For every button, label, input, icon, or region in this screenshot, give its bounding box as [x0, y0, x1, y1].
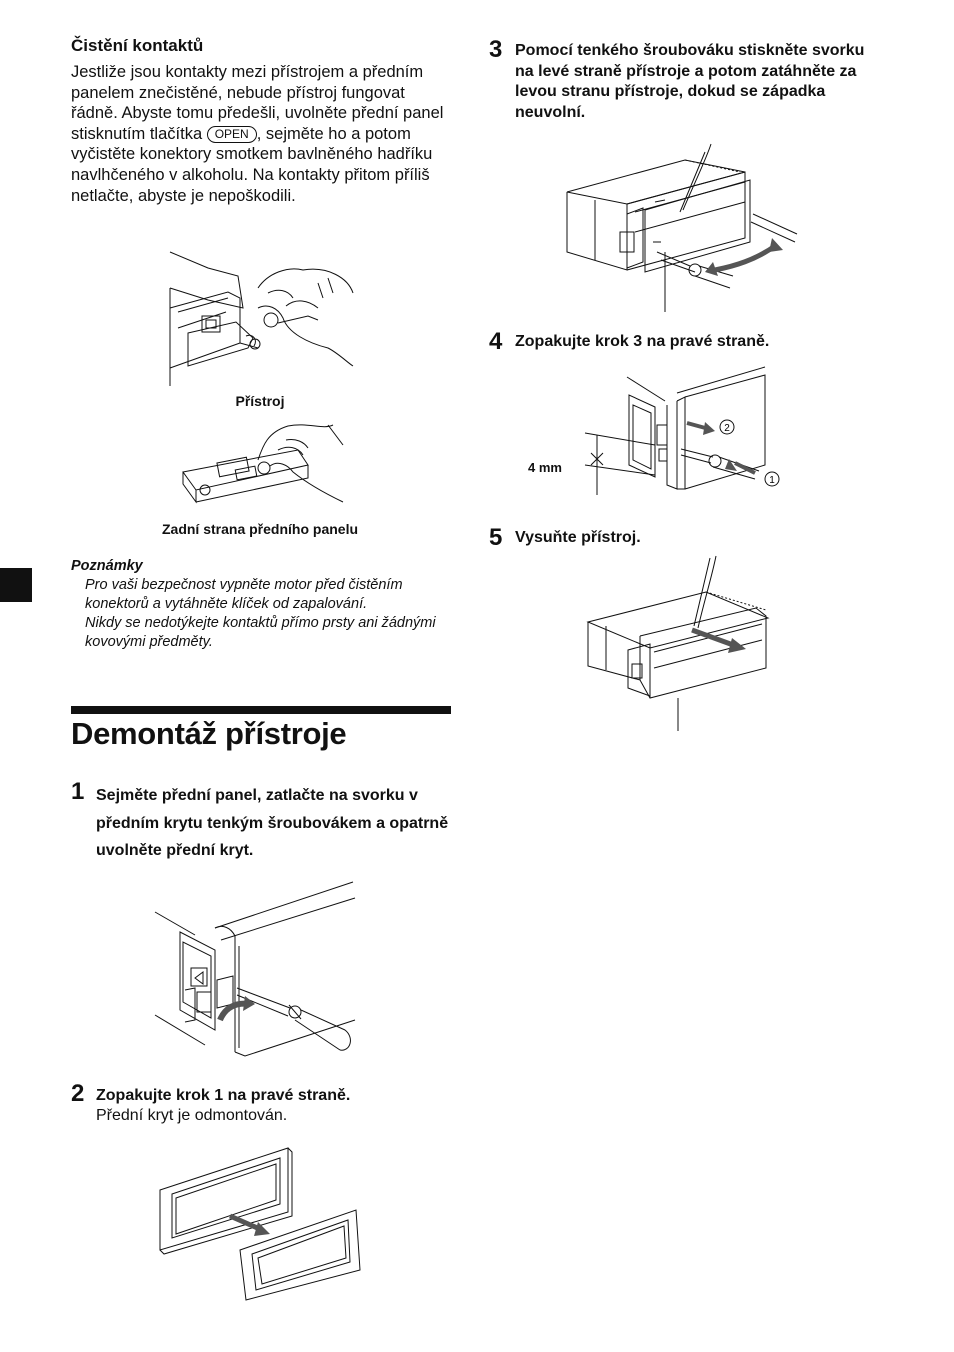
callout-1-circle [765, 472, 779, 486]
step-2-subtext: Přední kryt je odmontován. [96, 1107, 288, 1124]
step-2-text: Zopakujte krok 1 na pravé straně. [96, 1087, 351, 1104]
caption-unit: Přístroj [235, 393, 285, 409]
cleaning-text-part2: , sejměte ho a potom vyčistěte konektory… [71, 124, 433, 205]
section-rule [71, 706, 451, 714]
step-1-number: 1 [71, 778, 85, 805]
figure-step2-cover-removed [158, 1140, 368, 1300]
notes-heading: Poznámky [71, 558, 143, 574]
step-3-text: Pomocí tenkého šroubováku stiskněte svor… [515, 42, 865, 121]
step-5-text: Vysuňte přístroj. [515, 529, 641, 546]
chapter-tab-marker [0, 568, 32, 602]
figure-step5-slide-out [586, 556, 772, 731]
cleaning-heading: Čistění kontaktů [71, 36, 204, 55]
callout-2-circle [720, 420, 734, 434]
figure-panel-cleaning [178, 420, 348, 510]
note-item: Pro vaši bezpečnost vypněte motor před č… [85, 577, 403, 612]
step-4-text: Zopakujte krok 3 na pravé straně. [515, 333, 770, 350]
callout-1-label: 1 [769, 475, 775, 486]
notes-list: Pro vaši bezpečnost vypněte motor před č… [85, 576, 455, 652]
open-key-label: OPEN [206, 125, 257, 143]
step-2-number: 2 [71, 1080, 85, 1107]
dimension-label: 4 mm [528, 460, 562, 475]
caption-panel: Zadní strana předního panelu [161, 521, 359, 537]
step-4-number: 4 [489, 328, 503, 355]
step-2-block: Zopakujte krok 1 na pravé straně. Přední… [96, 1086, 456, 1126]
figure-step3-left-clip [565, 142, 795, 312]
step-1-text: Sejměte přední panel, zatlačte na svorku… [96, 787, 449, 859]
section-title: Demontáž přístroje [71, 716, 347, 751]
cleaning-text-part1: Jestliže jsou kontakty mezi přístrojem a… [71, 63, 444, 143]
figure-step4-right-clip: 2 1 [585, 365, 785, 505]
figure-step1-release-cover [155, 880, 360, 1060]
callout-2-label: 2 [724, 423, 730, 434]
note-item: Nikdy se nedotýkejte kontaktů přímo prst… [85, 615, 436, 650]
step-3-number: 3 [489, 36, 503, 63]
figure-unit-cleaning [168, 248, 358, 388]
cleaning-paragraph: Jestliže jsou kontakty mezi přístrojem a… [71, 62, 451, 206]
step-5-number: 5 [489, 524, 503, 551]
